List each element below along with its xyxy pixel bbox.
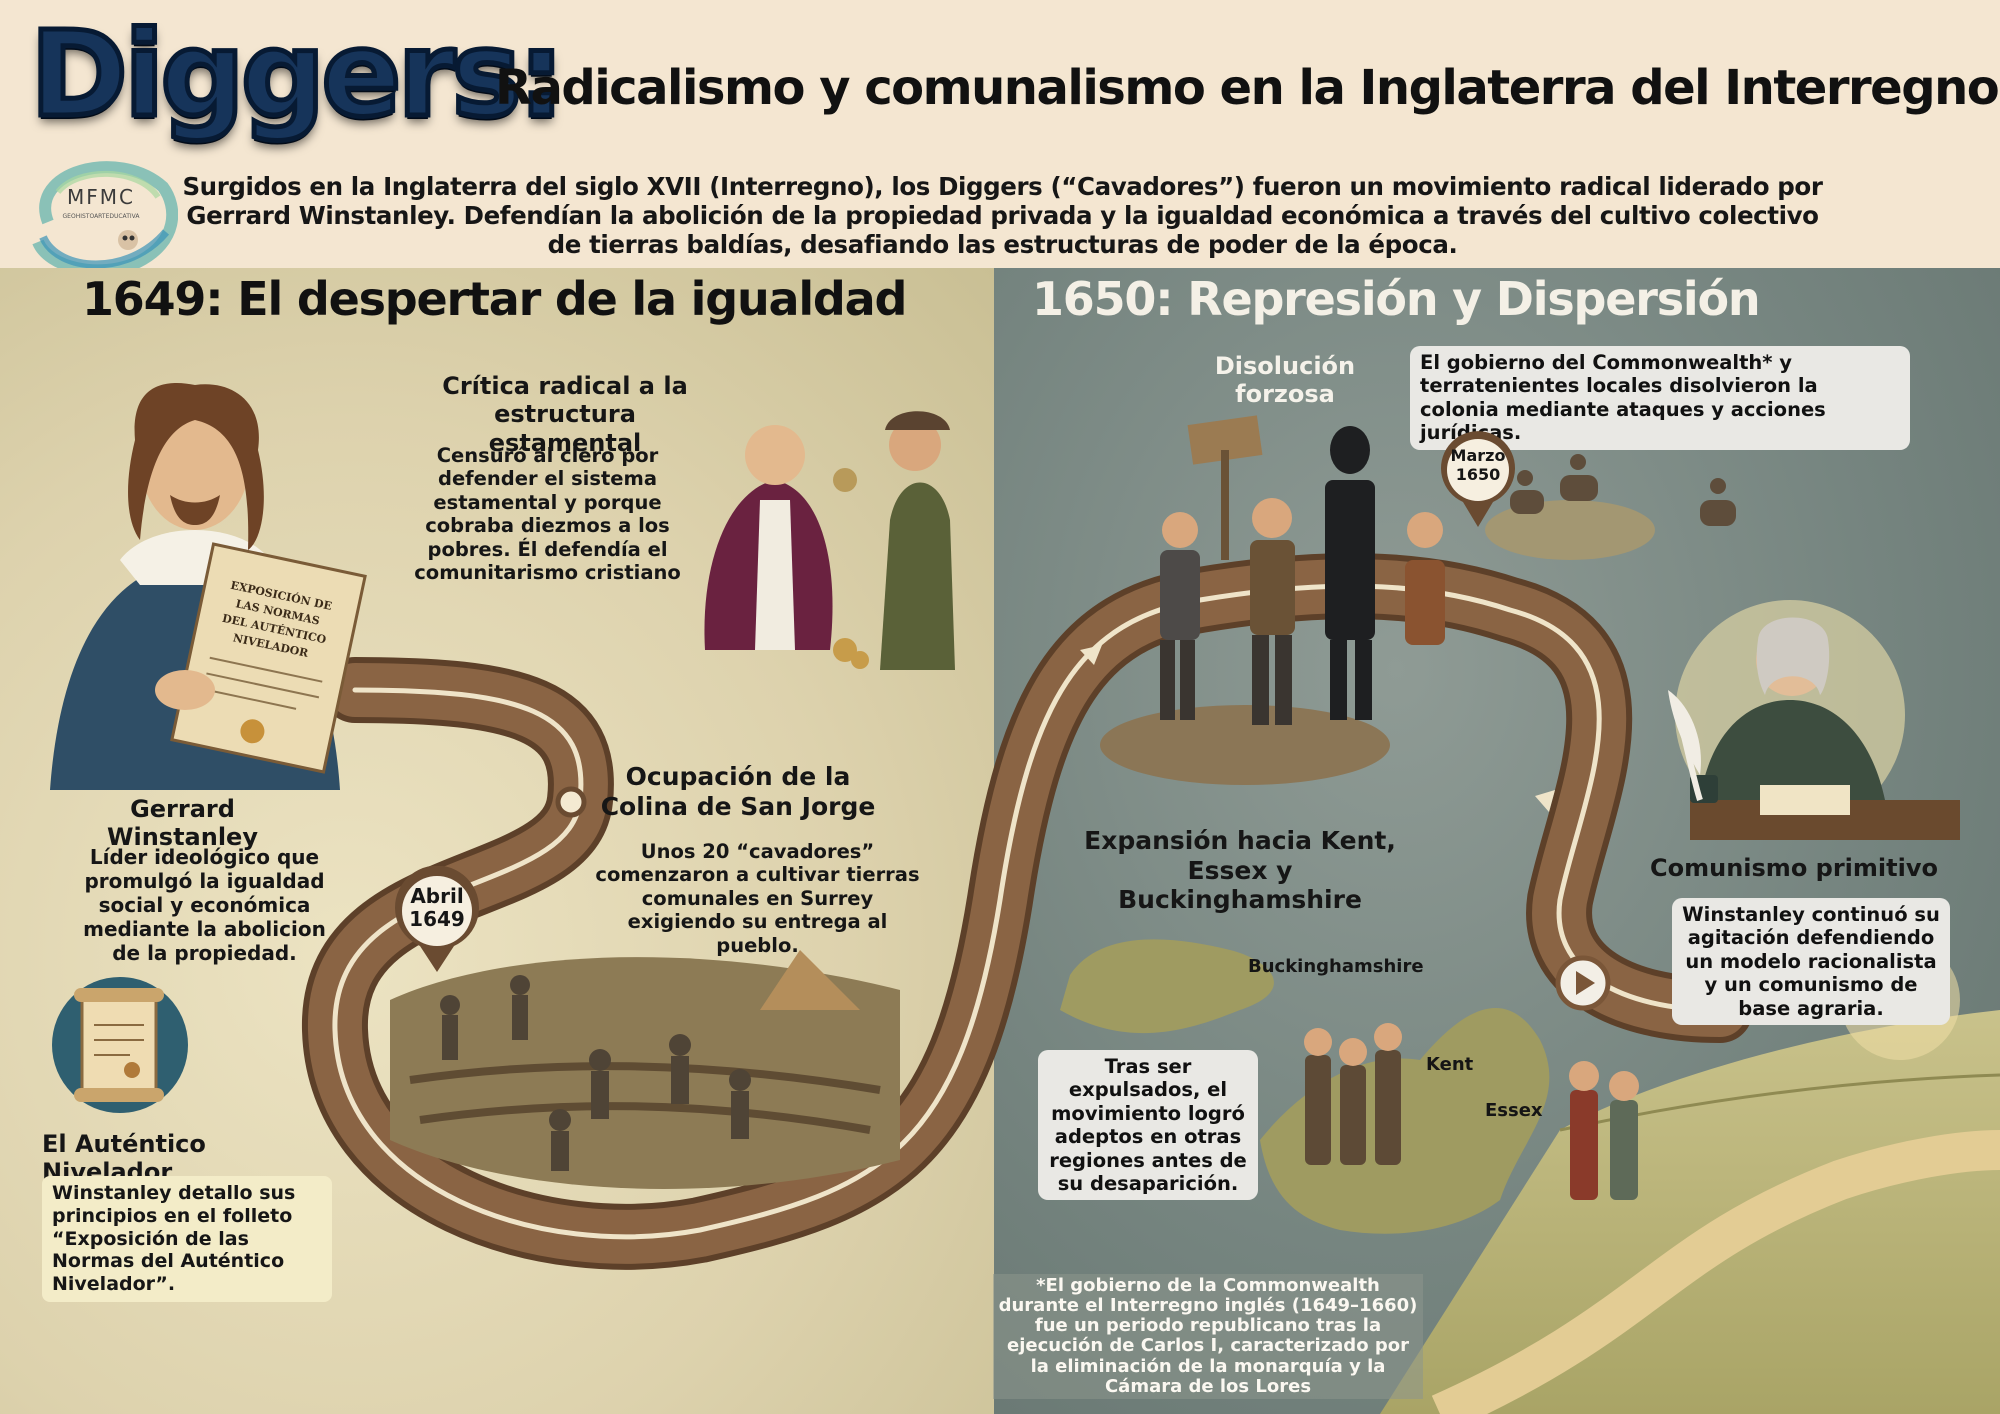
england-map-illustration (1060, 939, 1639, 1234)
illustration-layer: EXPOSICIÓN DE LAS NORMAS DEL AUTÉNTICO N… (50, 383, 2000, 1414)
expansion-title: Expansión hacia Kent, Essex y Buckingham… (1084, 826, 1396, 914)
pin-line2: 1650 (1455, 465, 1501, 484)
map-label-essex: Essex (1485, 1100, 1543, 1121)
map-label-kent: Kent (1426, 1054, 1474, 1075)
quill-icon (1668, 690, 1703, 801)
winstanley-portrait: EXPOSICIÓN DE LAS NORMAS DEL AUTÉNTICO N… (50, 383, 367, 790)
scroll-icon (52, 977, 188, 1113)
clergy-tithe-illustration (704, 411, 955, 670)
digging-scene-illustration (390, 950, 900, 1189)
logo-text: MFMC (67, 185, 135, 209)
winstanley-name: Gerrard Winstanley (107, 795, 258, 852)
pin-line2: 1649 (409, 907, 465, 931)
pin-line1: Marzo (1450, 446, 1506, 465)
right-section-title: 1650: Represión y Dispersión (1032, 272, 1761, 326)
disolucion-title: Disolución forzosa (1214, 352, 1356, 409)
critica-title: Crítica radical a la estructura estament… (442, 372, 688, 457)
expansion-desc: Tras ser expulsados, el movimiento logró… (1038, 1050, 1258, 1201)
mfmc-logo: MFMC GEOHISTOARTEDUCATIVA (28, 152, 179, 280)
critica-desc: Censuró al clero por defender el sistema… (414, 444, 681, 584)
map-pin-icon-abril-1649: Abril 1649 (392, 866, 482, 976)
logo-subtext: GEOHISTOARTEDUCATIVA (63, 213, 141, 220)
winding-path (302, 553, 1753, 1270)
page-subtitle: Radicalismo y comunalismo en la Inglater… (495, 60, 2000, 116)
pin-line1: Abril (410, 884, 464, 908)
ocupacion-desc: Unos 20 “cavadores” comenzaron a cultiva… (595, 840, 920, 957)
writing-winstanley-illustration (1675, 600, 1960, 840)
eviction-scene-illustration (1100, 415, 1736, 785)
commonwealth-footnote: *El gobierno de la Commonwealth durante … (993, 1274, 1423, 1399)
map-label-buckinghamshire: Buckinghamshire (1248, 956, 1424, 977)
comunismo-desc: Winstanley continuó su agitación defendi… (1672, 898, 1950, 1025)
nivelador-desc: Winstanley detallo sus principios en el … (42, 1176, 332, 1302)
ocupacion-title: Ocupación de la Colina de San Jorge (600, 762, 876, 821)
play-icon (1555, 955, 1611, 1011)
winstanley-desc: Líder ideológico que promulgó la igualda… (83, 845, 326, 965)
disolucion-desc: El gobierno del Commonwealth* y terraten… (1410, 346, 1910, 450)
logo-title: Diggers: (28, 5, 568, 143)
header: Diggers: Radicalismo y comunalismo en la… (0, 0, 2000, 277)
comunismo-title: Comunismo primitivo (1650, 854, 1938, 882)
map-pin-icon-marzo-1650: Marzo 1650 (1438, 430, 1518, 530)
intro-text: Surgidos en la Inglaterra del siglo XVII… (182, 172, 1823, 259)
left-section-title: 1649: El despertar de la igualdad (82, 272, 907, 326)
